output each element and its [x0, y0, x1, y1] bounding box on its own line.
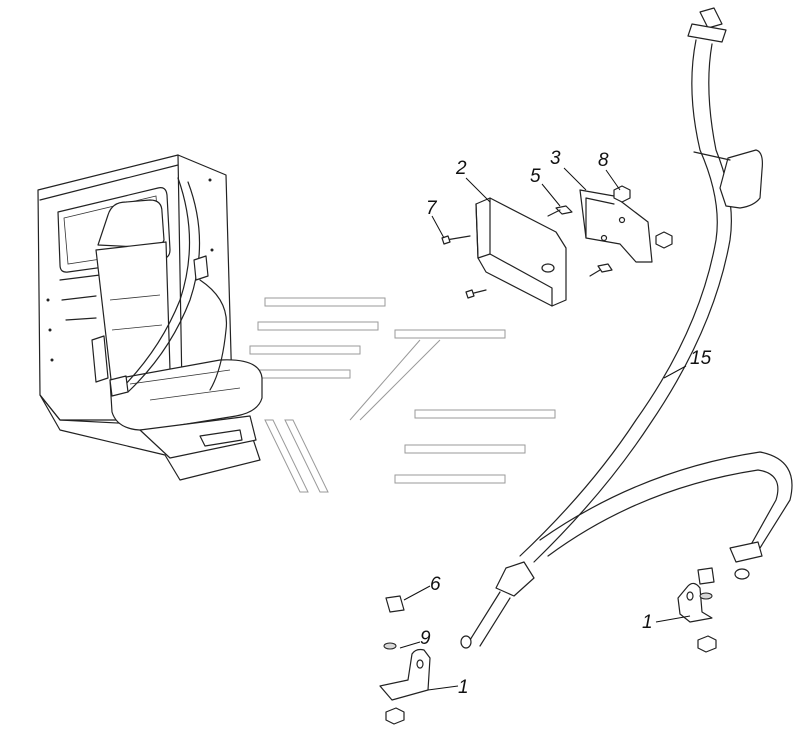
- callout-8: 8: [598, 150, 609, 171]
- callout-3: 3: [550, 148, 561, 169]
- part-7-pins: [441, 235, 487, 299]
- callout-2: 2: [455, 158, 467, 179]
- callout-1-left: 1: [458, 677, 469, 698]
- part-5-bolts: [547, 205, 613, 277]
- callout-labels: 2 3 5 7 8 15 6 9 1 1: [420, 148, 712, 698]
- part-1-brackets: [379, 582, 713, 701]
- callout-1-right: 1: [642, 612, 653, 633]
- callout-5: 5: [530, 166, 541, 187]
- driver-seat: [91, 177, 263, 459]
- watermark-logo: [241, 297, 556, 493]
- callout-9: 9: [420, 628, 431, 649]
- callout-15: 15: [690, 348, 712, 369]
- part-8-nuts: [613, 185, 673, 249]
- part-2-trim-cover: [475, 197, 567, 307]
- part-9-washers-nuts: [383, 592, 717, 725]
- part-6-bolts: [385, 567, 715, 613]
- callout-7: 7: [426, 198, 438, 219]
- leader-lines: [399, 167, 691, 691]
- part-15-seat-belt: [460, 7, 793, 649]
- part-3-bracket: [579, 189, 653, 263]
- callout-6: 6: [430, 574, 441, 595]
